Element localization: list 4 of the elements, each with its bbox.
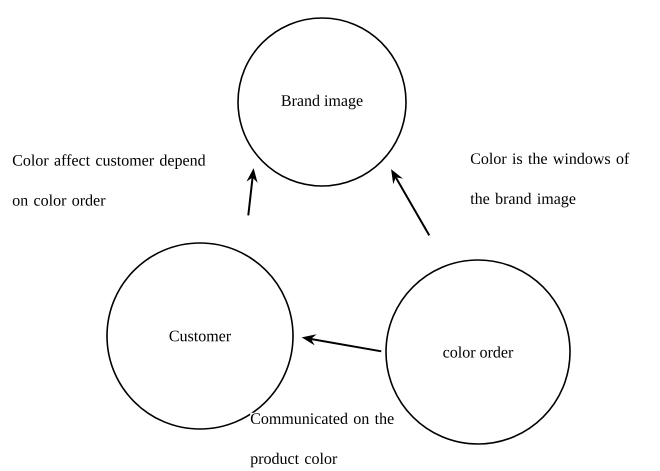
- edge-label: Communicated on the product color: [250, 412, 400, 468]
- edge-label: Color is the windows of the brand image: [470, 152, 640, 208]
- edge-label: Color affect customer depend on color order: [12, 154, 218, 206]
- circle-node: Brand image: [237, 17, 407, 187]
